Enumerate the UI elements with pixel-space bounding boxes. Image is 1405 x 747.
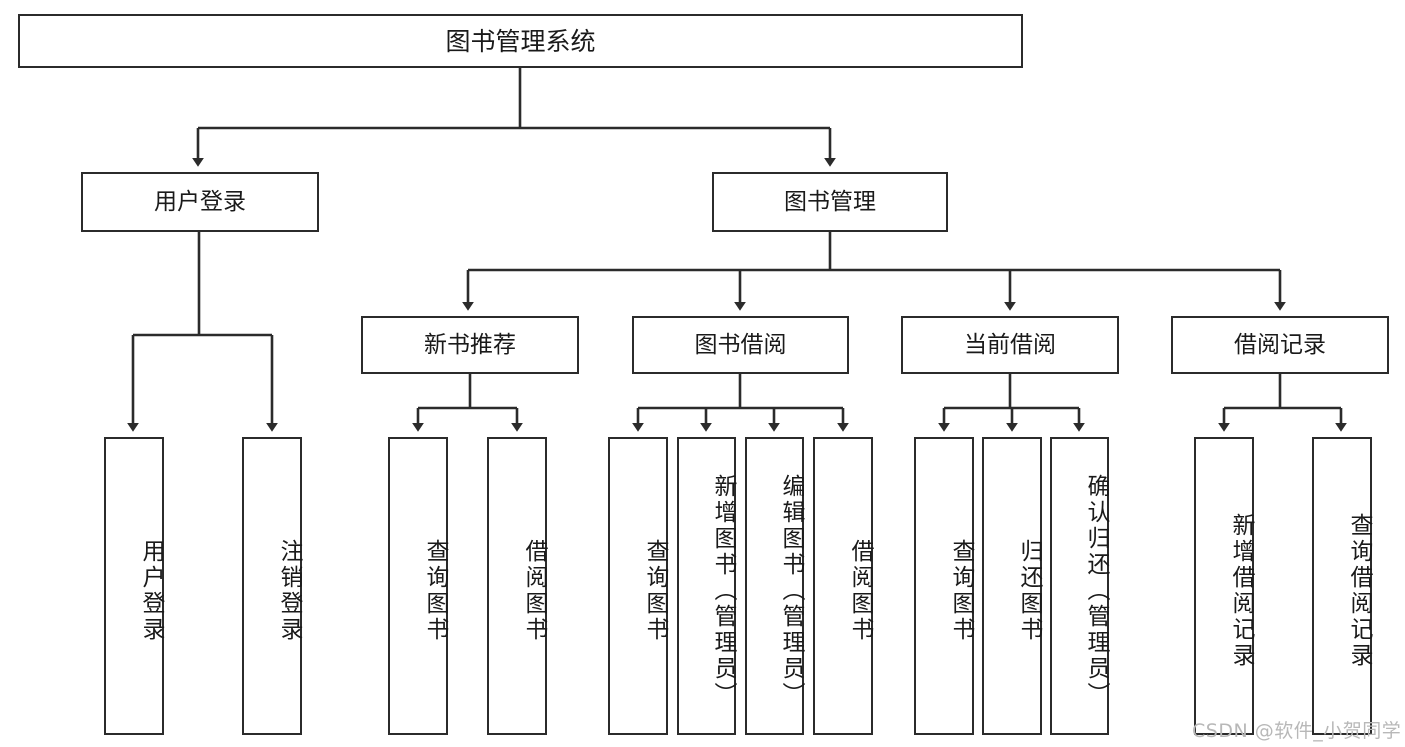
node-borrow-record[interactable]: 借阅记录 xyxy=(1171,316,1389,374)
leaf-node-label: 用户登录 xyxy=(138,539,164,643)
node-book-management[interactable]: 图书管理 xyxy=(712,172,948,232)
node-user-login-label: 用户登录 xyxy=(154,188,246,215)
csdn-watermark: CSDN @软件_小贺同学 xyxy=(1192,716,1401,743)
leaf-node[interactable]: 查询图书 xyxy=(388,437,448,735)
leaf-node[interactable]: 用户登录 xyxy=(104,437,164,735)
node-root[interactable]: 图书管理系统 xyxy=(18,14,1023,68)
node-book-borrow-label: 图书借阅 xyxy=(694,331,787,358)
leaf-node-label: 编辑图书（管理员） xyxy=(778,474,804,708)
node-current-borrow[interactable]: 当前借阅 xyxy=(901,316,1119,374)
leaf-node-label: 新增图书（管理员） xyxy=(710,474,736,708)
leaf-node[interactable]: 查询图书 xyxy=(914,437,974,735)
leaf-node[interactable]: 查询借阅记录 xyxy=(1312,437,1372,735)
leaf-node-label: 新增借阅记录 xyxy=(1228,513,1254,669)
node-borrow-record-label: 借阅记录 xyxy=(1234,331,1326,358)
leaf-node[interactable]: 新增图书（管理员） xyxy=(677,437,736,735)
leaf-node-label: 查询图书 xyxy=(948,539,974,643)
leaf-node-label: 查询图书 xyxy=(422,539,448,643)
node-user-login[interactable]: 用户登录 xyxy=(81,172,319,232)
csdn-watermark-text: CSDN @软件_小贺同学 xyxy=(1192,720,1402,742)
leaf-node-label: 借阅图书 xyxy=(521,539,547,643)
node-current-borrow-label: 当前借阅 xyxy=(964,331,1056,358)
leaf-node[interactable]: 确认归还（管理员） xyxy=(1050,437,1109,735)
leaf-node-label: 确认归还（管理员） xyxy=(1083,474,1109,708)
leaf-node-label: 借阅图书 xyxy=(847,539,873,643)
node-root-label: 图书管理系统 xyxy=(445,26,596,56)
leaf-node[interactable]: 查询图书 xyxy=(608,437,668,735)
node-new-book-recommend-label: 新书推荐 xyxy=(424,331,516,358)
leaf-node[interactable]: 借阅图书 xyxy=(487,437,547,735)
node-book-borrow[interactable]: 图书借阅 xyxy=(632,316,849,374)
node-new-book-recommend[interactable]: 新书推荐 xyxy=(361,316,579,374)
leaf-node[interactable]: 借阅图书 xyxy=(813,437,873,735)
leaf-node-label: 查询图书 xyxy=(642,539,668,643)
leaf-node[interactable]: 归还图书 xyxy=(982,437,1042,735)
leaf-node-label: 查询借阅记录 xyxy=(1346,513,1372,669)
node-book-management-label: 图书管理 xyxy=(784,188,876,215)
leaf-node[interactable]: 注销登录 xyxy=(242,437,302,735)
leaf-node[interactable]: 编辑图书（管理员） xyxy=(745,437,804,735)
leaf-node-label: 归还图书 xyxy=(1016,539,1042,643)
leaf-node-label: 注销登录 xyxy=(276,539,302,643)
leaf-node[interactable]: 新增借阅记录 xyxy=(1194,437,1254,735)
